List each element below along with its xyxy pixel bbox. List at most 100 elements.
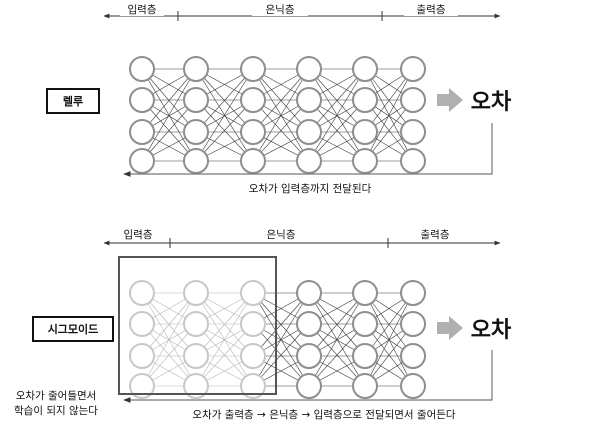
top-connection	[141, 68, 197, 162]
bottom-neuron	[400, 373, 426, 399]
top-hidden-layer-label: 은닉층	[266, 4, 295, 16]
bottom-activation-label: 시그모이드	[48, 322, 99, 336]
bottom-neuron	[129, 373, 155, 399]
top-connections	[141, 68, 414, 162]
bottom-layer-header: 입력층 은닉층 출력층	[103, 228, 501, 248]
bottom-connection	[141, 323, 197, 387]
bottom-connection	[252, 292, 310, 357]
top-neuron	[183, 87, 209, 113]
bottom-neuron	[296, 343, 322, 369]
bottom-connection	[308, 323, 366, 387]
top-neuron	[240, 148, 266, 174]
top-neuron	[183, 119, 209, 145]
top-neuron	[296, 148, 322, 174]
bottom-connection	[195, 292, 254, 387]
bottom-connection	[364, 292, 414, 387]
bottom-backprop-arrow	[123, 350, 493, 403]
bottom-neuron	[240, 311, 266, 337]
bottom-connection	[308, 292, 366, 357]
bottom-connection	[252, 292, 310, 387]
top-neuron	[129, 87, 155, 113]
top-connection	[308, 99, 366, 162]
top-connection	[308, 68, 366, 133]
bottom-neuron	[400, 311, 426, 337]
top-neuron	[129, 56, 155, 82]
bottom-hidden-layer-label: 은닉층	[267, 229, 296, 241]
bottom-panel: 입력층 은닉층 출력층 시그모이드 오차 오차가 줄어들면서 학습이 되지 않는…	[14, 228, 512, 421]
top-connection	[195, 68, 254, 162]
bottom-neuron	[240, 343, 266, 369]
bottom-neuron	[240, 373, 266, 399]
top-neuron	[129, 148, 155, 174]
bottom-neuron	[400, 280, 426, 306]
bottom-input-layer-label: 입력층	[124, 228, 153, 241]
top-connection	[252, 68, 310, 133]
top-activation-label: 렐루	[63, 95, 83, 108]
bottom-neuron	[296, 311, 322, 337]
vanishing-gradient-highlight-box	[118, 256, 277, 395]
top-input-layer-label: 입력층	[128, 3, 157, 16]
top-neuron	[400, 148, 426, 174]
top-neuron	[240, 119, 266, 145]
bottom-neuron	[129, 311, 155, 337]
top-backprop-arrow	[123, 123, 493, 177]
bottom-neuron	[352, 343, 378, 369]
top-neuron	[352, 148, 378, 174]
top-neuron	[129, 119, 155, 145]
top-panel: 입력층 은닉층 출력층 렐루 오차 오차가 입력층까지 전달된다	[46, 3, 512, 195]
bottom-forward-arrow	[437, 316, 463, 340]
bottom-connection	[364, 292, 414, 357]
top-forward-arrow	[437, 88, 463, 112]
bottom-neuron	[129, 343, 155, 369]
top-neuron	[296, 87, 322, 113]
bottom-connection	[141, 292, 197, 357]
bottom-connection	[364, 323, 414, 387]
top-neuron	[183, 148, 209, 174]
bottom-connection	[252, 323, 310, 387]
bottom-connection	[195, 292, 254, 357]
top-neuron	[352, 56, 378, 82]
side-note-line-2: 학습이 되지 않는다	[14, 405, 98, 417]
top-error-label: 오차	[471, 90, 512, 115]
top-neuron	[400, 56, 426, 82]
top-neuron	[240, 56, 266, 82]
bottom-error-label: 오차	[471, 318, 512, 343]
bottom-connection	[308, 292, 366, 387]
bottom-neuron	[183, 311, 209, 337]
top-neuron	[296, 56, 322, 82]
top-neuron	[240, 87, 266, 113]
top-neuron	[352, 119, 378, 145]
bottom-backprop-caption: 오차가 출력층 → 은닉층 → 입력층으로 전달되면서 줄어든다	[192, 408, 455, 421]
bottom-network	[129, 280, 426, 399]
top-layer-header: 입력층 은닉층 출력층	[103, 3, 501, 21]
top-connection	[364, 68, 414, 162]
top-backprop-caption: 오차가 입력층까지 전달된다	[249, 182, 372, 195]
bottom-neuron	[129, 280, 155, 306]
bottom-neuron	[183, 373, 209, 399]
bottom-neuron	[183, 343, 209, 369]
top-connection	[141, 99, 197, 162]
top-network	[129, 56, 426, 174]
top-connection	[308, 68, 366, 162]
bottom-neuron	[400, 343, 426, 369]
bottom-sigmoid-box: 시그모이드	[32, 316, 114, 342]
top-neuron	[400, 87, 426, 113]
bottom-connection	[195, 323, 254, 387]
top-connection	[252, 99, 310, 162]
bottom-connections	[141, 292, 414, 387]
bottom-output-layer-label: 출력층	[421, 229, 450, 241]
bottom-neuron	[240, 280, 266, 306]
bottom-neuron	[183, 280, 209, 306]
top-output-layer-label: 출력층	[417, 4, 446, 16]
top-connection	[364, 68, 414, 133]
top-connection	[195, 99, 254, 162]
top-connection	[252, 68, 310, 162]
top-connection	[141, 68, 197, 133]
bottom-neuron	[296, 280, 322, 306]
top-neuron	[183, 56, 209, 82]
bottom-neuron	[352, 280, 378, 306]
top-neuron	[400, 119, 426, 145]
bottom-connection	[141, 292, 197, 387]
bottom-neuron	[352, 311, 378, 337]
